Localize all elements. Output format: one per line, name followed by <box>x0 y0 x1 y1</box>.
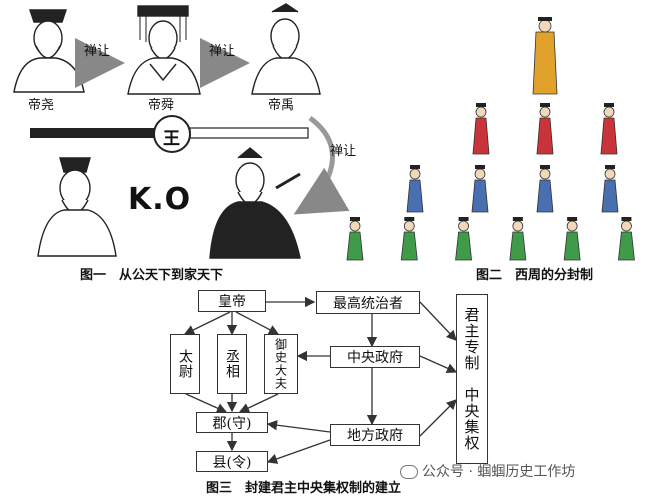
jun-box: 郡(守) <box>196 412 268 433</box>
wang-circle <box>153 115 191 153</box>
chengxiang-box: 丞相 <box>217 334 247 394</box>
wechat-icon <box>400 465 418 479</box>
noble-figure-tier-4 <box>346 217 364 261</box>
noble-figure-tier-3 <box>601 165 619 213</box>
ko-text: K.O <box>128 182 192 217</box>
wang-text: 王 <box>163 129 180 149</box>
noble-figure-tier-4 <box>509 217 527 261</box>
ruler-yao-label: 帝尧 <box>28 98 55 113</box>
central-gov-box: 中央政府 <box>330 346 420 368</box>
fig2-caption: 图二 西周的分封制 <box>476 268 594 283</box>
shanrang-label-2: 禅让 <box>209 44 236 59</box>
noble-figure-tier-4 <box>617 217 635 261</box>
taiwei-box: 太尉 <box>170 334 200 394</box>
ruler-shun-label: 帝舜 <box>148 98 175 113</box>
shanrang-curve-arrow <box>293 115 350 215</box>
bottom-left-figure <box>37 157 117 257</box>
noble-figure-tier-2 <box>472 103 490 155</box>
noble-figure-tier-3 <box>536 165 554 213</box>
noble-figure-tier-3 <box>471 165 489 213</box>
noble-figure-tier-3 <box>406 165 424 213</box>
summary-box: 君主专制 中央集权 <box>456 294 488 464</box>
power-bar-right <box>189 127 309 139</box>
noble-figure-tier-4 <box>563 217 581 261</box>
ruler-shun-figure <box>127 5 201 95</box>
ruler-yu-figure <box>251 3 321 95</box>
noble-figure-tier-4 <box>455 217 473 261</box>
ruler-yu-label: 帝禹 <box>268 98 295 113</box>
top-ruler-box: 最高统治者 <box>316 291 420 314</box>
xian-box: 县(令) <box>196 451 268 472</box>
fig1-caption: 图一 从公天下到家天下 <box>80 268 224 283</box>
noble-figure-tier-2 <box>536 103 554 155</box>
fig3-caption: 图三 封建君主中央集权制的建立 <box>206 481 402 496</box>
local-gov-box: 地方政府 <box>330 424 420 446</box>
emperor-box: 皇帝 <box>198 290 266 312</box>
watermark-text: 公众号 · 蝈蝈历史工作坊 <box>400 461 575 481</box>
shanrang-label-1: 禅让 <box>84 44 111 59</box>
fenfeng-pyramid <box>346 17 635 261</box>
yushi-box: 御史大夫 <box>264 334 298 394</box>
ruler-yao-figure <box>13 9 85 93</box>
shanrang-label-3: 禅让 <box>330 144 357 159</box>
noble-figure-tier-2 <box>600 103 618 155</box>
power-bar-left <box>30 128 157 138</box>
noble-figure-tier-1 <box>532 17 558 95</box>
noble-figure-tier-4 <box>400 217 418 261</box>
bottom-right-figure <box>209 147 301 259</box>
